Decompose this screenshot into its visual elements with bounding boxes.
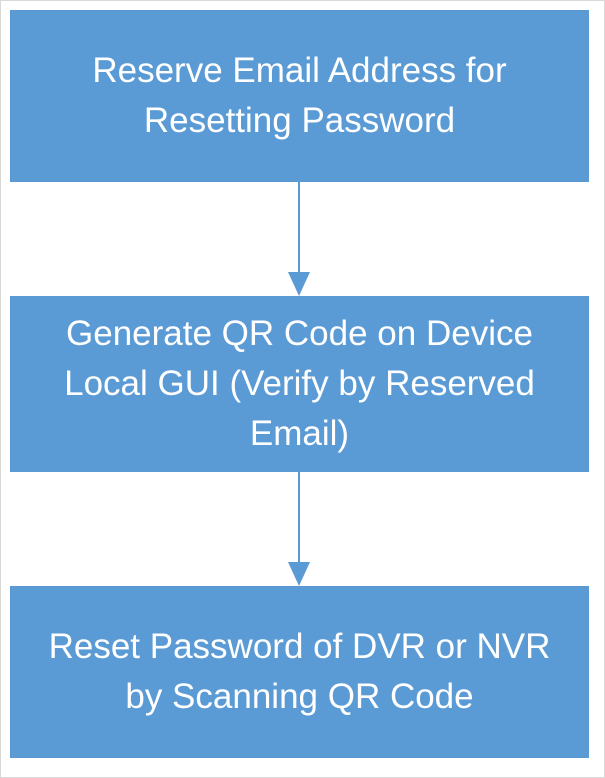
step-label-line: by Scanning QR Code [125, 677, 474, 716]
step-label: Generate QR Code on Device Local GUI (Ve… [64, 309, 535, 459]
step-label-line: Resetting Password [143, 101, 456, 140]
step-label-line: Local GUI (Verify by Reserved [64, 364, 535, 403]
step-label: Reserve Email Address for Resetting Pass… [92, 46, 506, 146]
step-label-line: Reserve Email Address for [92, 51, 507, 90]
step-label: Reset Password of DVR or NVR by Scanning… [49, 622, 551, 722]
step-label-line: Reset Password of DVR or NVR [48, 627, 551, 666]
step-reset-password-box: Reset Password of DVR or NVR by Scanning… [10, 586, 589, 758]
step-generate-qr-code-box: Generate QR Code on Device Local GUI (Ve… [10, 296, 589, 472]
flow-arrow-2 [288, 472, 310, 586]
step-reserve-email-box: Reserve Email Address for Resetting Pass… [10, 10, 589, 182]
step-label-line: Email) [249, 414, 350, 453]
flow-arrow-1 [288, 182, 310, 296]
step-label-line: Generate QR Code on Device [66, 314, 533, 353]
